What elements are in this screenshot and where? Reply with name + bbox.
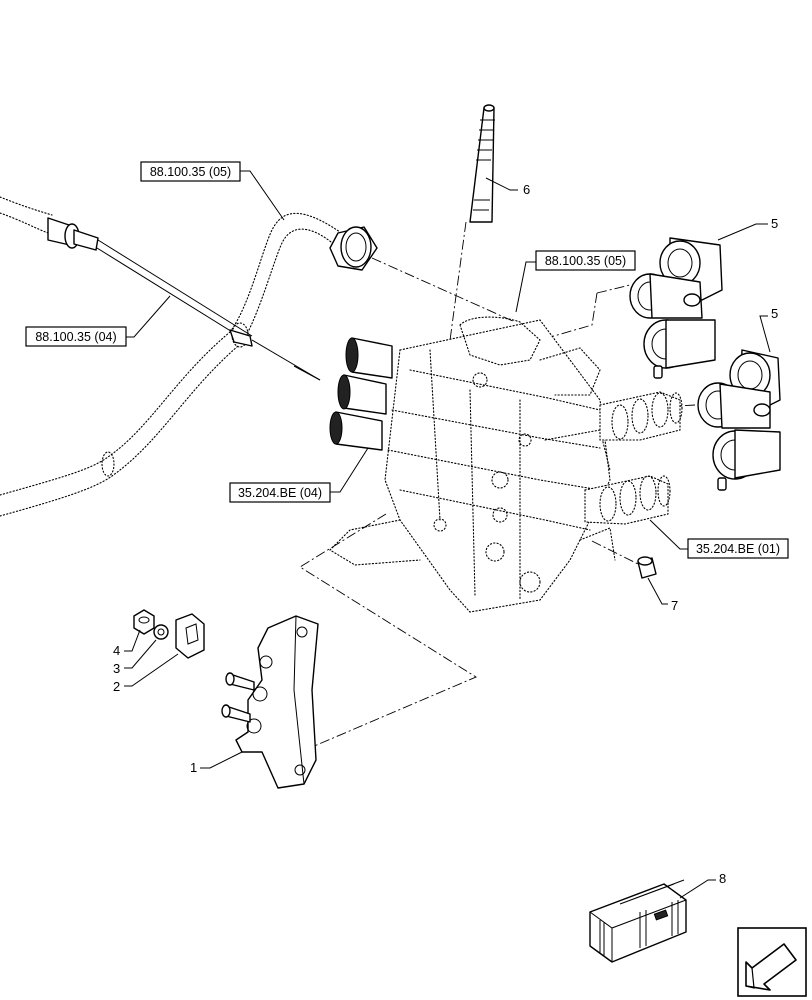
reference-valve-bottom-right-label: 35.204.BE (01) bbox=[696, 542, 780, 556]
reference-hose-top[interactable]: 88.100.35 (05) bbox=[140, 161, 241, 182]
sleeve bbox=[637, 556, 657, 579]
item-number-stud: 6 bbox=[523, 182, 530, 197]
arrow-down-left-icon[interactable] bbox=[737, 927, 807, 997]
item-number-coupler-upper: 5 bbox=[771, 216, 778, 231]
item-number-coupler-lower: 5 bbox=[771, 306, 778, 321]
reference-cable-left[interactable]: 88.100.35 (04) bbox=[25, 326, 127, 347]
reference-cable-left-label: 88.100.35 (04) bbox=[35, 330, 116, 344]
item-number-sleeve: 7 bbox=[671, 598, 678, 613]
nut bbox=[133, 609, 155, 635]
spool-caps bbox=[329, 337, 393, 451]
stud bbox=[469, 104, 495, 223]
item-number-clip: 2 bbox=[113, 679, 120, 694]
clip bbox=[175, 613, 205, 659]
control-cable bbox=[0, 196, 321, 381]
coupler-assembly-upper bbox=[629, 237, 723, 379]
reference-valve-left[interactable]: 35.204.BE (04) bbox=[229, 482, 331, 503]
item-number-washer: 3 bbox=[113, 661, 120, 676]
kit-box bbox=[589, 879, 687, 963]
item-number-bracket: 1 bbox=[190, 760, 197, 775]
coupler-assembly-lower bbox=[697, 349, 781, 491]
reference-valve-right[interactable]: 88.100.35 (05) bbox=[535, 250, 636, 271]
assembly-lines bbox=[299, 221, 696, 751]
reference-hose-top-label: 88.100.35 (05) bbox=[150, 165, 231, 179]
hose-fitting bbox=[329, 226, 378, 271]
reference-valve-bottom-right[interactable]: 35.204.BE (01) bbox=[687, 538, 789, 559]
washer bbox=[153, 624, 169, 640]
leader-lines bbox=[124, 170, 771, 899]
bracket bbox=[221, 615, 319, 789]
item-number-nut: 4 bbox=[113, 643, 120, 658]
hydraulic-hose bbox=[0, 212, 341, 517]
reference-valve-right-label: 88.100.35 (05) bbox=[545, 254, 626, 268]
quick-couplers bbox=[584, 391, 683, 525]
item-number-kit-box: 8 bbox=[719, 871, 726, 886]
reference-valve-left-label: 35.204.BE (04) bbox=[238, 486, 322, 500]
